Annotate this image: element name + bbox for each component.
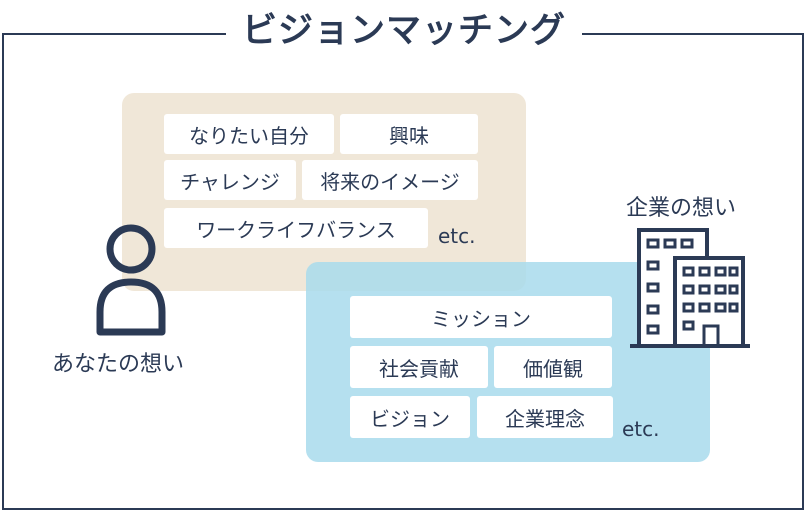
tag-you-4: ワークライフバランス — [164, 208, 428, 248]
tag-company-4: 企業理念 — [477, 396, 613, 438]
tag-company-2: 価値観 — [494, 346, 612, 388]
tag-you-3: 将来のイメージ — [302, 160, 478, 200]
etc-you: etc. — [438, 224, 476, 248]
building-icon — [630, 228, 750, 348]
tag-you-2: チャレンジ — [164, 160, 296, 200]
tag-you-1: 興味 — [340, 114, 478, 154]
tag-company-1: 社会貢献 — [350, 346, 488, 388]
page-title: ビジョンマッチング — [225, 0, 582, 62]
label-company-thoughts: 企業の想い — [626, 196, 737, 221]
tag-you-0: なりたい自分 — [164, 114, 334, 154]
person-icon — [96, 224, 166, 336]
tag-company-0: ミッション — [350, 296, 612, 338]
tag-company-3: ビジョン — [350, 396, 470, 438]
label-your-thoughts: あなたの想い — [52, 352, 185, 377]
title-wrap: ビジョンマッチング — [0, 0, 808, 66]
etc-company: etc. — [622, 417, 660, 441]
